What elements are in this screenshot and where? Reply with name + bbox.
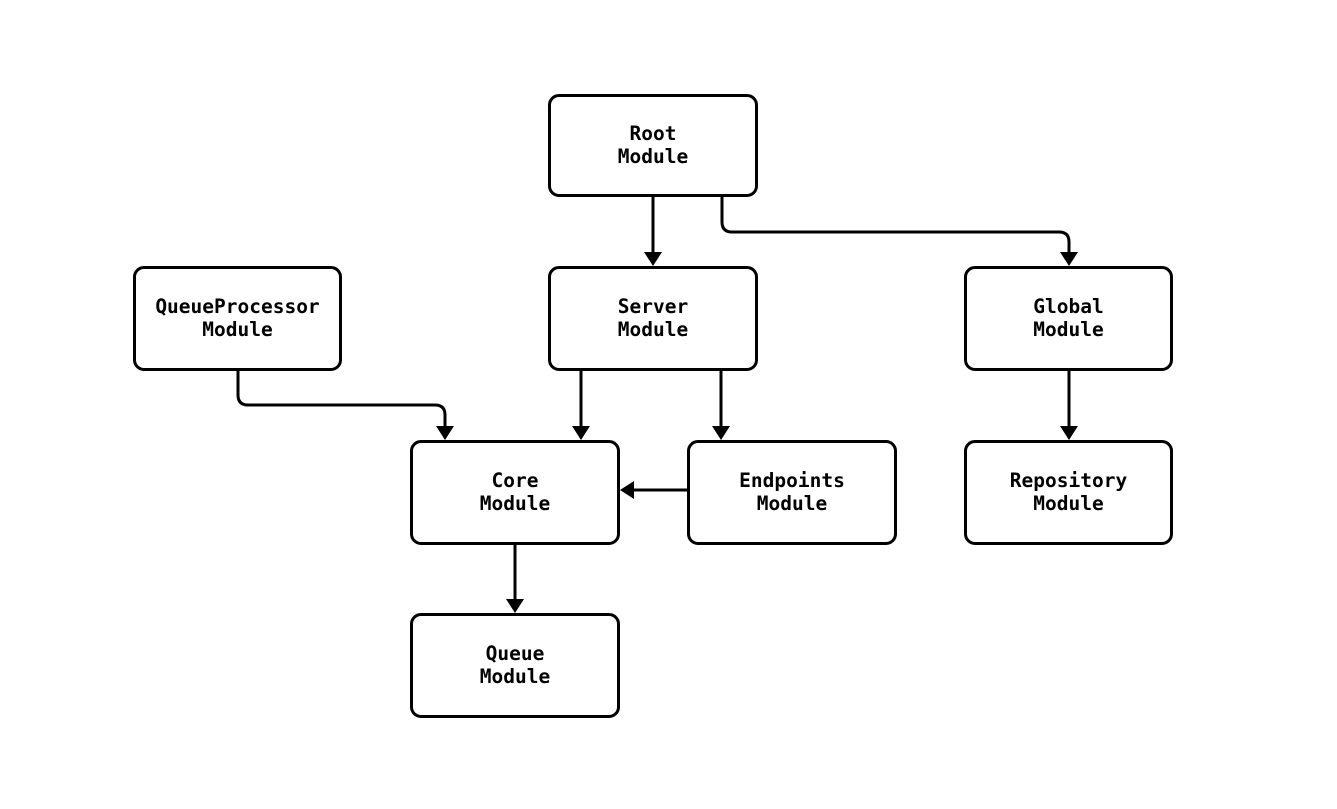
node-label-secondary: Module (1033, 317, 1104, 341)
node-label-primary: Core (491, 468, 539, 492)
edge-root-to-server-arrowhead (644, 252, 662, 266)
node-label-primary: Queue (485, 641, 545, 665)
node-label-primary: Repository (1009, 468, 1128, 492)
edge-server-to-core-arrowhead (572, 426, 590, 440)
node-label-secondary: Module (1033, 491, 1104, 515)
edge-endpoints-to-core-arrowhead (620, 481, 634, 499)
node-label-secondary: Module (202, 317, 273, 341)
edge-root-to-global (720, 197, 1071, 254)
edge-server-to-endpoints-arrowhead (712, 426, 730, 440)
node-label-primary: Global (1033, 294, 1104, 318)
edge-global-to-repository-arrowhead (1060, 426, 1078, 440)
node-label-secondary: Module (756, 491, 828, 515)
edge-queueprocessor-to-core (236, 371, 447, 428)
node-label-primary: Root (629, 121, 677, 145)
edge-root-to-global-arrowhead (1060, 252, 1078, 266)
node-label-secondary: Module (617, 317, 689, 341)
node-label-secondary: Module (479, 491, 551, 515)
edge-queueprocessor-to-core-arrowhead (436, 426, 454, 440)
node-label-secondary: Module (617, 144, 689, 168)
node-label-secondary: Module (479, 664, 551, 688)
node-label-primary: QueueProcessor (155, 294, 320, 318)
node-label-primary: Endpoints (739, 468, 845, 492)
node-label-primary: Server (617, 294, 689, 318)
edge-core-to-queue-arrowhead (506, 599, 524, 613)
